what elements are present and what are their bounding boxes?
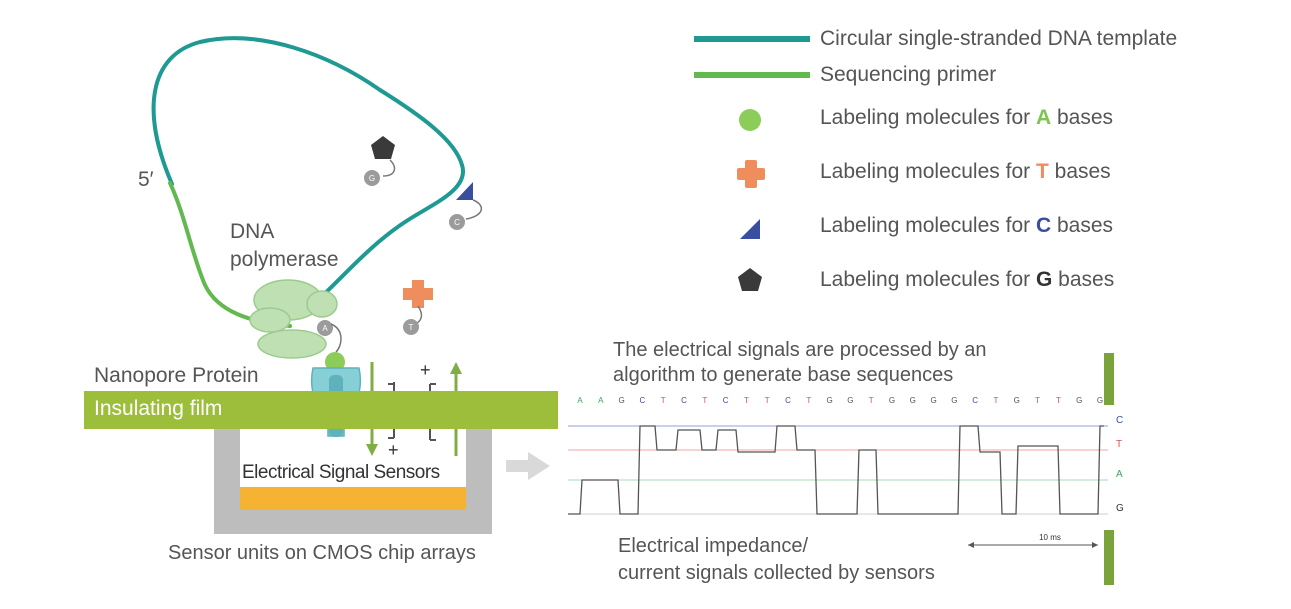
five-prime-label: 5′ bbox=[138, 168, 154, 191]
legend-primer-swatch bbox=[694, 72, 810, 78]
nanopore-label: Nanopore Protein bbox=[94, 364, 259, 387]
caption-bottom-line1: Electrical impedance/ bbox=[618, 535, 809, 557]
labeling-molecule-c: C bbox=[449, 182, 482, 230]
scale-label: 10 ms bbox=[1039, 533, 1061, 542]
sequence-base-24: G bbox=[1076, 396, 1082, 405]
legend-g-marker bbox=[738, 268, 762, 291]
sequence-base-12: G bbox=[826, 396, 832, 405]
legend-primer-label: Sequencing primer bbox=[820, 63, 997, 86]
chip-label: Sensor units on CMOS chip arrays bbox=[168, 542, 476, 564]
insulating-film bbox=[84, 391, 558, 429]
sequence-base-18: G bbox=[951, 396, 957, 405]
sequence-base-22: T bbox=[1035, 396, 1040, 405]
cmos-sensor-bar bbox=[240, 487, 466, 510]
legend-c-label: Labeling molecules for C bases bbox=[820, 214, 1114, 237]
sequence-base-14: T bbox=[869, 396, 874, 405]
sequence-base-19: C bbox=[972, 396, 978, 405]
mol-g-letter: G bbox=[369, 174, 375, 183]
level-label-a: A bbox=[1116, 469, 1123, 480]
sequence-base-16: G bbox=[910, 396, 916, 405]
legend-c-marker bbox=[740, 219, 760, 239]
legend-template-label: Circular single-stranded DNA template bbox=[820, 27, 1178, 50]
mol-c-letter: C bbox=[454, 218, 460, 227]
level-label-t: T bbox=[1116, 439, 1122, 450]
sequence-base-3: C bbox=[640, 396, 646, 405]
caption-top-line2: algorithm to generate base sequences bbox=[613, 364, 954, 386]
level-label-g: G bbox=[1116, 503, 1124, 514]
sequence-base-8: T bbox=[744, 396, 749, 405]
insulating-film-label: Insulating film bbox=[94, 397, 223, 420]
legend-a-marker bbox=[739, 109, 761, 131]
panel-green-bar-top bbox=[1104, 353, 1114, 405]
legend-template-swatch bbox=[694, 36, 810, 42]
signal-trace bbox=[568, 425, 1104, 515]
plus-sign-bottom: + bbox=[388, 440, 399, 460]
legend-t-marker bbox=[737, 160, 765, 188]
sequence-base-20: T bbox=[994, 396, 999, 405]
mol-t-letter: T bbox=[409, 323, 414, 332]
flow-arrow bbox=[506, 452, 550, 480]
sequence-base-21: G bbox=[1014, 396, 1020, 405]
legend-g-label: Labeling molecules for G bases bbox=[820, 268, 1115, 291]
legend-t-label: Labeling molecules for T bases bbox=[820, 160, 1111, 183]
polymerase-label-line1: DNA bbox=[230, 220, 275, 243]
dna-template-strand bbox=[151, 36, 466, 300]
plus-sign-top: + bbox=[420, 360, 431, 380]
caption-bottom-line2: current signals collected by sensors bbox=[618, 562, 935, 584]
sequence-base-17: G bbox=[930, 396, 936, 405]
sequence-base-13: G bbox=[847, 396, 853, 405]
sensor-well bbox=[214, 429, 492, 534]
sequence-base-7: C bbox=[723, 396, 729, 405]
sequence-base-10: C bbox=[785, 396, 791, 405]
sequence-base-6: T bbox=[702, 396, 707, 405]
sequence-base-11: T bbox=[806, 396, 811, 405]
signal-panel: 10 ms C T A G A A G C T C T C T T C T G G T G G G G C T G T T G G bbox=[566, 353, 1130, 585]
sequence-base-4: T bbox=[661, 396, 666, 405]
sequence-base-9: T bbox=[765, 396, 770, 405]
panel-green-bar-bottom bbox=[1104, 530, 1114, 585]
sequence-base-0: A bbox=[577, 396, 583, 405]
sensors-label: Electrical Signal Sensors bbox=[242, 462, 440, 483]
labeling-molecule-a: A bbox=[317, 320, 345, 372]
sequence-base-1: A bbox=[598, 396, 604, 405]
sequence-base-25: G bbox=[1097, 396, 1103, 405]
labeling-molecule-t: T bbox=[403, 280, 433, 335]
dna-polymerase bbox=[249, 279, 338, 359]
sequence-base-2: G bbox=[618, 396, 624, 405]
legend-a-label: Labeling molecules for A bases bbox=[820, 106, 1114, 129]
level-label-c: C bbox=[1116, 415, 1123, 426]
polymerase-label-line2: polymerase bbox=[230, 248, 339, 271]
sequence-base-23: T bbox=[1056, 396, 1061, 405]
caption-top-line1: The electrical signals are processed by … bbox=[613, 339, 987, 361]
sequence-base-15: G bbox=[889, 396, 895, 405]
labeling-molecule-g: G bbox=[364, 136, 396, 186]
sequence-base-5: C bbox=[681, 396, 687, 405]
mol-a-letter: A bbox=[322, 324, 328, 333]
